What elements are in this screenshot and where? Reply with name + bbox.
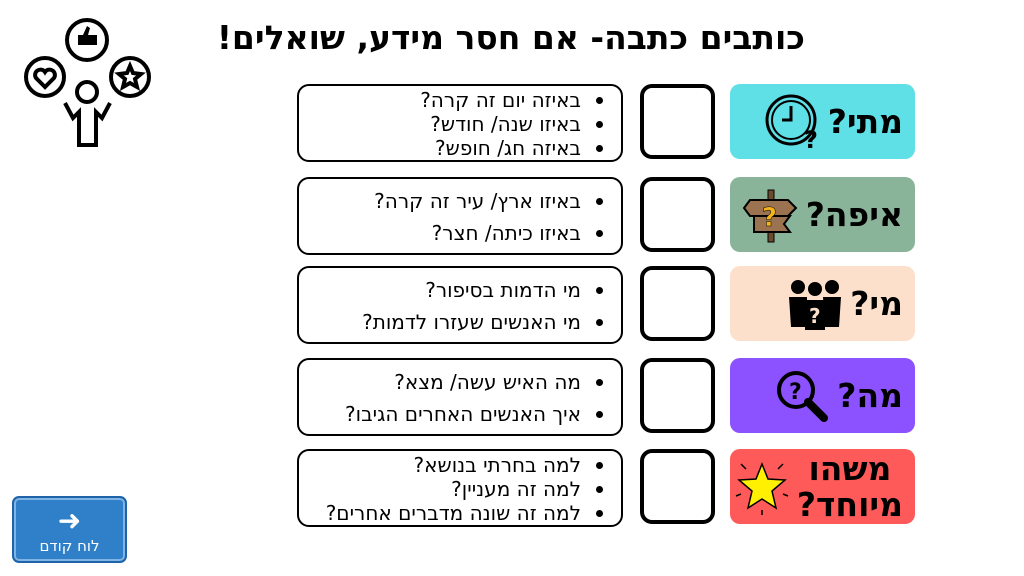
- label-text: משהו מיוחד?: [796, 448, 903, 524]
- question-item: באיזה יום זה קרה?: [305, 88, 607, 112]
- label-text: איפה?: [805, 194, 903, 234]
- question-item: למה זה שונה מדברים אחרים?: [305, 501, 607, 525]
- page-title: כותבים כתבה- אם חסר מידע, שואלים!: [216, 18, 805, 57]
- label-text: מתי?: [827, 101, 903, 141]
- question-label-0: ? מתי?: [730, 84, 915, 159]
- questions-box: למה בחרתי בנושא?למה זה מעניין?למה זה שונ…: [297, 449, 623, 527]
- previous-board-label: לוח קודם: [39, 537, 100, 555]
- magnifier-question-icon: ?: [777, 370, 829, 422]
- question-label-3: ? מה?: [730, 358, 915, 433]
- label-text: מה?: [837, 375, 903, 415]
- questions-box: באיזו ארץ/ עיר זה קרה? באיזו כיתה/ חצר?: [297, 177, 623, 255]
- star-icon: [735, 461, 789, 515]
- question-item: מה האיש עשה/ מצא?: [305, 370, 607, 394]
- questions-box: מי הדמות בסיפור? מי האנשים שעזרו לדמות?: [297, 266, 623, 344]
- question-label-1: ? איפה?: [730, 177, 915, 252]
- svg-text:?: ?: [762, 203, 777, 233]
- svg-text:?: ?: [809, 304, 821, 328]
- checkbox[interactable]: [640, 177, 715, 252]
- previous-board-button[interactable]: ➜ לוח קודם: [12, 496, 127, 563]
- question-item: באיזו ארץ/ עיר זה קרה?: [305, 189, 607, 213]
- question-item: למה זה מעניין?: [305, 477, 607, 501]
- svg-text:?: ?: [789, 380, 802, 405]
- question-item: באיזו כיתה/ חצר?: [305, 221, 607, 245]
- checkbox[interactable]: [640, 358, 715, 433]
- signpost-question-icon: ?: [742, 189, 798, 242]
- question-label-2: ? מי?: [730, 266, 915, 341]
- question-item: למה בחרתי בנושא?: [305, 453, 607, 477]
- checkbox[interactable]: [640, 84, 715, 159]
- checkbox[interactable]: [640, 449, 715, 524]
- question-label-4: משהו מיוחד?: [730, 449, 915, 524]
- svg-text:?: ?: [804, 126, 818, 151]
- arrow-right-icon: ➜: [57, 504, 82, 537]
- question-item: מי הדמות בסיפור?: [305, 278, 607, 302]
- questions-box: באיזה יום זה קרה?באיזו שנה/ חודש?באיזה ח…: [297, 84, 623, 162]
- question-item: מי האנשים שעזרו לדמות?: [305, 310, 607, 334]
- question-item: באיזה חג/ חופש?: [305, 136, 607, 160]
- question-item: באיזו שנה/ חודש?: [305, 112, 607, 136]
- questions-box: מה האיש עשה/ מצא? איך האנשים האחרים הגיבו…: [297, 358, 623, 436]
- clock-question-icon: ?: [765, 94, 818, 151]
- checkbox[interactable]: [640, 266, 715, 341]
- feedback-person-icon: [24, 18, 151, 147]
- question-item: איך האנשים האחרים הגיבו?: [305, 402, 607, 426]
- label-text: מי?: [850, 283, 903, 323]
- people-question-icon: ?: [789, 279, 842, 330]
